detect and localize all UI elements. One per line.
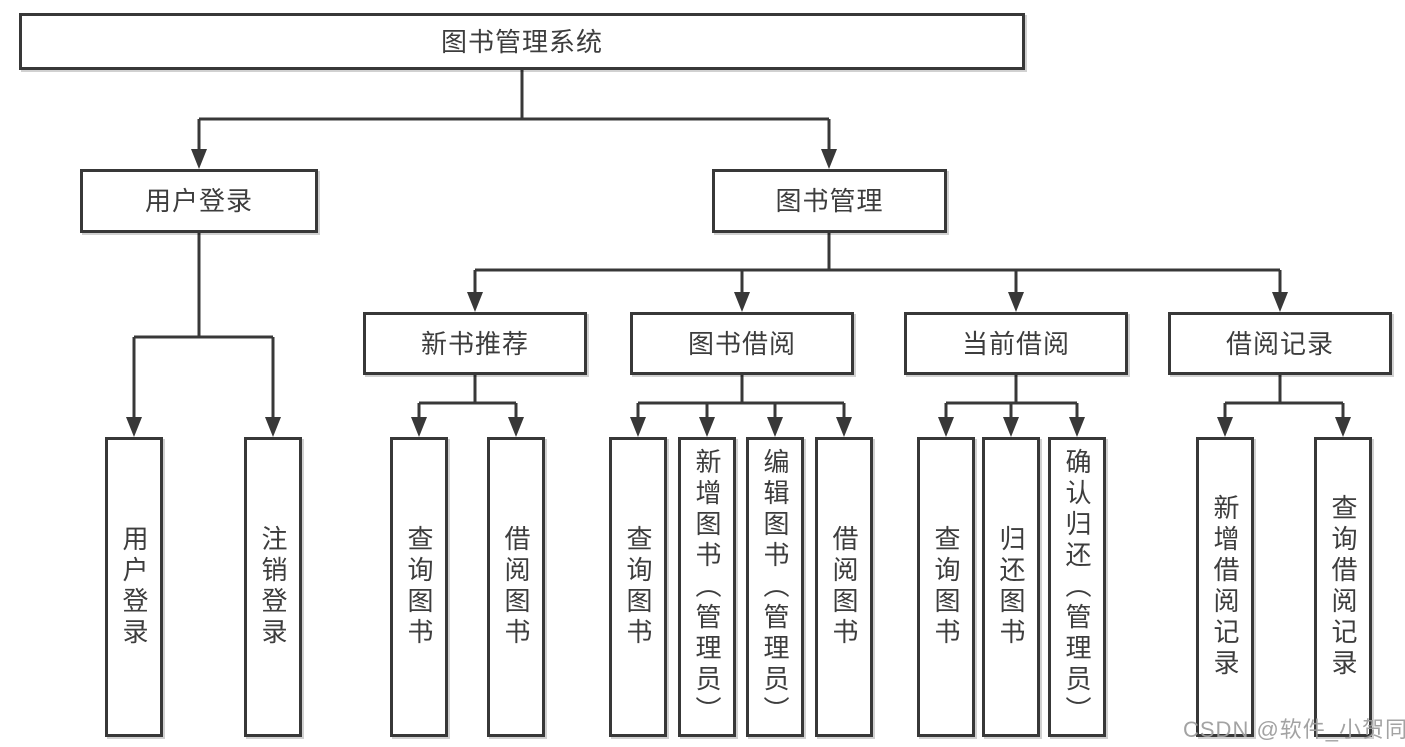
node-book-management: 图书管理 — [712, 169, 947, 233]
node-edit-books-admin: 编辑图书（管理员） — [746, 437, 804, 737]
node-logout: 注销登录 — [244, 437, 302, 737]
node-current-borrowing: 当前借阅 — [904, 312, 1128, 375]
node-confirm-return-admin: 确认归还（管理员） — [1048, 437, 1106, 737]
csdn-watermark: CSDN @软件_小贺同学 — [1183, 717, 1405, 742]
node-add-books-admin: 新增图书（管理员） — [678, 437, 736, 737]
node-query-borrow-record: 查询借阅记录 — [1314, 437, 1372, 737]
node-query-books-current: 查询图书 — [917, 437, 975, 737]
node-library-system: 图书管理系统 — [19, 13, 1025, 70]
node-user-login-branch: 用户登录 — [80, 169, 318, 233]
node-borrow-books: 借阅图书 — [815, 437, 873, 737]
node-book-borrowing: 图书借阅 — [630, 312, 854, 375]
node-user-login: 用户登录 — [105, 437, 163, 737]
arrowheads — [126, 149, 1351, 437]
node-borrow-records: 借阅记录 — [1168, 312, 1392, 375]
node-return-books: 归还图书 — [982, 437, 1040, 737]
node-query-books-recommend: 查询图书 — [390, 437, 448, 737]
node-new-book-recommend: 新书推荐 — [363, 312, 587, 375]
node-borrow-books-recommend: 借阅图书 — [487, 437, 545, 737]
node-add-borrow-record: 新增借阅记录 — [1196, 437, 1254, 737]
node-query-books-borrow: 查询图书 — [609, 437, 667, 737]
